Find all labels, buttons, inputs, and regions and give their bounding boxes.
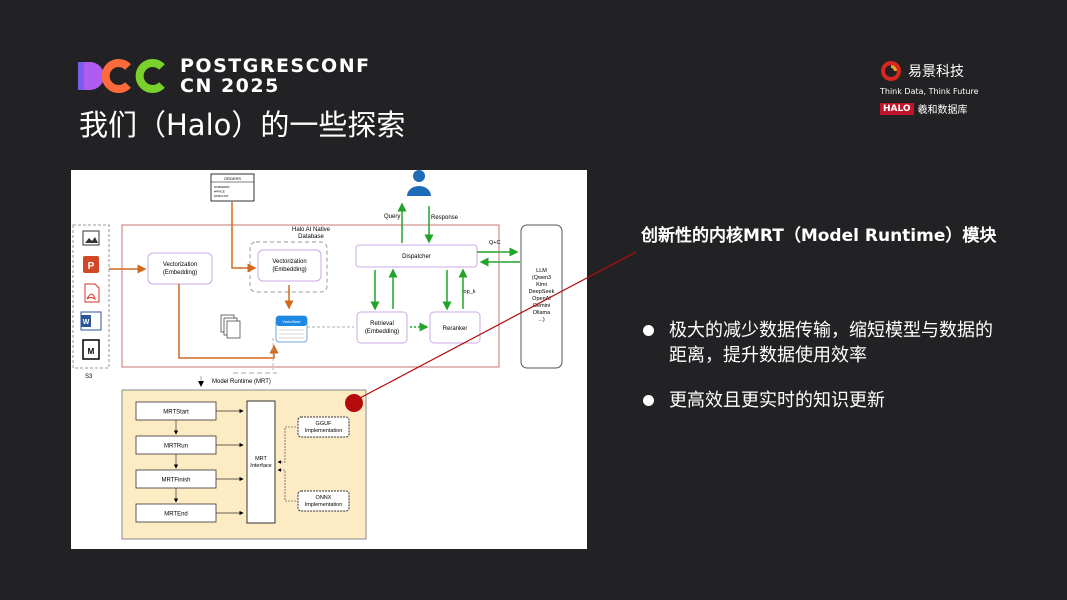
mrt-step-label: MRTStart xyxy=(163,410,189,416)
orders-field: #PRICE xyxy=(214,190,225,194)
orders-title: ORDERS xyxy=(224,176,241,181)
brand-block: 易景科技 Think Data, Think Future HALO 羲和数据库 xyxy=(880,60,990,116)
svg-text:top_k: top_k xyxy=(462,289,476,295)
user-icon xyxy=(407,170,431,196)
bullet-dot xyxy=(643,395,654,406)
brand-name: 易景科技 xyxy=(908,64,964,80)
svg-text:Retrieval: Retrieval xyxy=(370,321,394,327)
mrt-interface-box xyxy=(246,400,276,524)
native-db-label: Halo AI Native xyxy=(292,227,331,233)
markdown-file-icon xyxy=(82,339,100,360)
native-db-label: Database xyxy=(298,234,324,240)
vectorization-box-2 xyxy=(257,249,322,282)
mrt-label: Model Runtime (MRT) xyxy=(212,379,271,385)
halo-badge: HALO xyxy=(880,102,914,115)
vectorization-box-1 xyxy=(147,252,213,285)
retrieval-box xyxy=(356,311,408,344)
bullet-text: 更高效且更实时的知识更新 xyxy=(669,390,885,411)
powerpoint-file-icon xyxy=(83,256,99,273)
conference-line2: CN 2025 xyxy=(180,75,280,97)
svg-text:Interface: Interface xyxy=(250,463,271,469)
llm-line: OpenAI xyxy=(532,296,551,302)
page-title: 我们（Halo）的一些探索 xyxy=(79,108,406,142)
svg-text:Dispatcher: Dispatcher xyxy=(402,254,431,260)
llm-line: Ollama xyxy=(533,310,551,316)
conference-name: POSTGRESCONF CN 2025 xyxy=(180,56,371,96)
brand-tagline: Think Data, Think Future xyxy=(880,87,979,96)
llm-line: LLM xyxy=(536,268,547,274)
conference-logo xyxy=(78,59,165,93)
svg-text:(Embedding): (Embedding) xyxy=(272,267,306,273)
bullet-item: 更高效且更实时的知识更新 xyxy=(641,388,1001,413)
svg-text:Query: Query xyxy=(384,214,400,220)
llm-line: (Qwen3 xyxy=(532,275,551,281)
bullet-item: 极大的减少数据传输，缩短模型与数据的距离，提升数据使用效率 xyxy=(641,318,1001,368)
svg-text:VectorBase: VectorBase xyxy=(283,320,301,324)
svg-text:Implementation: Implementation xyxy=(305,502,343,508)
svg-text:M: M xyxy=(88,347,95,356)
bullet-text: 极大的减少数据传输，缩短模型与数据的距离，提升数据使用效率 xyxy=(669,320,993,366)
bullet-dot xyxy=(643,325,654,336)
bullet-list: 极大的减少数据传输，缩短模型与数据的距离，提升数据使用效率 更高效且更实时的知识… xyxy=(641,318,1001,413)
architecture-diagram: ORDERS #ORDERID #PRICE #AMOUNT P W M S3 … xyxy=(71,170,587,549)
svg-text:Vectorization: Vectorization xyxy=(163,262,197,268)
svg-text:Reranker: Reranker xyxy=(443,326,468,332)
svg-text:Response: Response xyxy=(431,215,459,221)
llm-line: ...) xyxy=(538,317,545,323)
llm-line: DeepSeek xyxy=(529,289,555,295)
orders-table: ORDERS #ORDERID #PRICE #AMOUNT xyxy=(210,173,255,202)
svg-text:GGUF: GGUF xyxy=(316,421,333,427)
mrt-step-label: MRTEnd xyxy=(164,512,188,518)
orders-field: #AMOUNT xyxy=(214,194,229,198)
svg-text:Q+C: Q+C xyxy=(489,240,500,246)
callout-heading: 创新性的内核MRT（Model Runtime）模块 xyxy=(641,226,997,246)
svg-text:P: P xyxy=(88,261,95,272)
svg-text:(Embedding): (Embedding) xyxy=(163,270,197,276)
svg-text:Implementation: Implementation xyxy=(305,428,343,434)
pdf-file-icon xyxy=(84,283,100,303)
svg-text:W: W xyxy=(83,319,90,326)
s3-sources: P W M S3 xyxy=(72,224,110,380)
mrt-step-label: MRTRun xyxy=(164,444,188,450)
onnx-box xyxy=(297,490,350,512)
mrt-step-label: MRTFinish xyxy=(162,478,191,484)
brand-logo-icon xyxy=(881,61,901,81)
s3-label: S3 xyxy=(85,374,93,380)
conference-line1: POSTGRESCONF xyxy=(180,55,371,77)
documents-icon xyxy=(220,314,241,339)
gguf-box xyxy=(297,416,350,438)
svg-text:(Embedding): (Embedding) xyxy=(365,329,399,335)
svg-text:MRT: MRT xyxy=(255,456,267,462)
llm-line: Kimi xyxy=(536,282,547,288)
vectorbase-store: VectorBase xyxy=(275,315,308,343)
orders-field: #ORDERID xyxy=(214,185,230,189)
svg-text:ONNX: ONNX xyxy=(316,495,332,501)
brand-sub: 羲和数据库 xyxy=(917,105,968,116)
svg-text:Vectorization: Vectorization xyxy=(272,259,306,265)
llm-line: Gemini xyxy=(533,303,550,309)
